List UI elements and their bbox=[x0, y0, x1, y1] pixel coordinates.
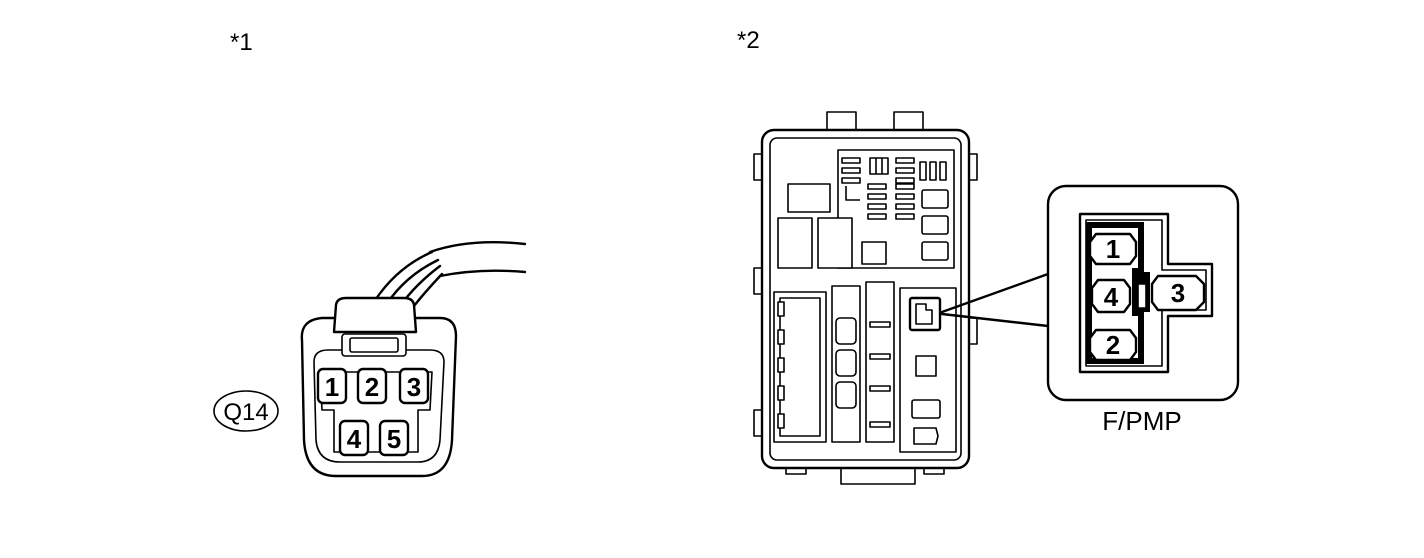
q14-code-badge: Q14 bbox=[213, 390, 279, 432]
q14-wire-harness bbox=[370, 241, 527, 308]
view-label-2: *2 bbox=[737, 27, 760, 54]
q14-pin-label: 2 bbox=[365, 372, 379, 402]
view-label-1: *1 bbox=[230, 29, 253, 56]
fuse-grid bbox=[841, 157, 949, 261]
q14-code-label: Q14 bbox=[223, 399, 268, 426]
q14-pin-label: 3 bbox=[407, 372, 421, 402]
fpmp-pin-cavities bbox=[1088, 232, 1206, 362]
junction-block bbox=[753, 111, 978, 485]
fpmp-pin-label: 1 bbox=[1106, 234, 1120, 264]
fpmp-connector-name: F/PMP bbox=[1102, 406, 1181, 436]
q14-pin-label: 4 bbox=[347, 424, 362, 454]
q14-pin-label: 1 bbox=[325, 372, 339, 402]
zoom-leader bbox=[940, 272, 1050, 328]
q14-pin-label: 5 bbox=[387, 424, 401, 454]
fpmp-pin-label: 3 bbox=[1171, 278, 1185, 308]
fpmp-pin-label: 4 bbox=[1104, 282, 1119, 312]
q14-pin-cavities bbox=[316, 367, 430, 457]
fpmp-pin-label: 2 bbox=[1106, 330, 1120, 360]
